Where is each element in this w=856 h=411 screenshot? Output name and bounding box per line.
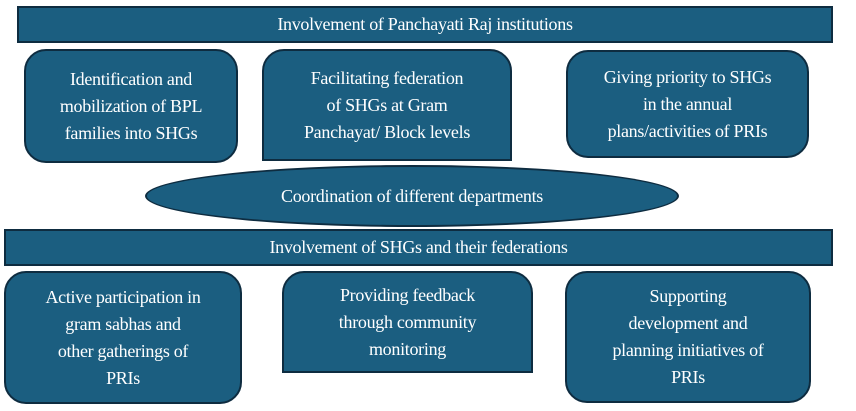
shg-box-supporting: Supporting development and planning init… [565, 271, 811, 403]
banner-label: Involvement of SHGs and their federation… [269, 237, 568, 257]
box-label: Active participation in gram sabhas and … [45, 286, 201, 388]
box-label: Supporting development and planning init… [612, 286, 764, 387]
pri-involvement-banner: Involvement of Panchayati Raj institutio… [17, 6, 833, 43]
ellipse-label: Coordination of different departments [281, 185, 543, 206]
banner-label: Involvement of Panchayati Raj institutio… [277, 14, 573, 34]
pri-box-identification: Identification and mobilization of BPL f… [24, 49, 238, 163]
coordination-ellipse: Coordination of different departments [145, 165, 679, 227]
shg-box-feedback: Providing feedback through community mon… [282, 271, 533, 373]
shg-box-participation: Active participation in gram sabhas and … [4, 271, 242, 404]
pri-box-federation: Facilitating federation of SHGs at Gram … [262, 49, 512, 161]
box-label: Identification and mobilization of BPL f… [59, 68, 203, 143]
shg-involvement-banner: Involvement of SHGs and their federation… [4, 229, 833, 266]
box-label: Giving priority to SHGs in the annual pl… [603, 66, 772, 141]
box-label: Facilitating federation of SHGs at Gram … [303, 67, 471, 142]
pri-box-priority: Giving priority to SHGs in the annual pl… [566, 50, 809, 158]
box-label: Providing feedback through community mon… [338, 284, 477, 359]
